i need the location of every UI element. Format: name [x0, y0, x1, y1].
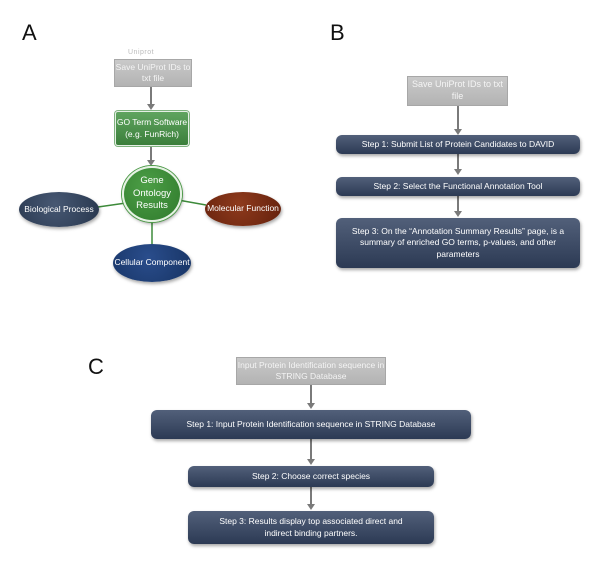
panel-b-step-3: Step 3: On the “Annotation Summary Resul… [336, 218, 580, 268]
save-uniprot-box-b: Save UniProt IDs to txt file [407, 76, 508, 106]
arrowhead-a-2 [147, 160, 155, 166]
biological-process-node: Biological Process [19, 192, 99, 227]
ghost-text: Uniprot [128, 49, 155, 56]
save-uniprot-box-a: Save UniProt IDs to txt file [114, 59, 192, 87]
molecular-function-node: Molecular Function [205, 192, 281, 226]
panel-b-step-1: Step 1: Submit List of Protein Candidate… [336, 135, 580, 154]
gene-ontology-results-node: Gene Ontology Results [122, 166, 182, 222]
arrowhead-b-2 [454, 169, 462, 175]
arrowhead-c-2 [307, 459, 315, 465]
panel-b-label: B [330, 20, 345, 45]
panel-c-step-3: Step 3: Results display top associated d… [188, 511, 434, 544]
panel-c-label: C [88, 354, 104, 379]
spoke-biological [97, 202, 127, 208]
arrowhead-b-3 [454, 211, 462, 217]
cellular-component-node: Cellular Component [113, 244, 191, 282]
go-term-software-box: GO Term Software (e.g. FunRich) [115, 111, 189, 146]
panel-a-label: A [22, 20, 37, 45]
input-protein-box: Input Protein Identification sequence in… [236, 357, 386, 385]
arrowhead-a-1 [147, 104, 155, 110]
arrowhead-b-1 [454, 129, 462, 135]
panel-c-step-2: Step 2: Choose correct species [188, 466, 434, 487]
panel-b-step-2: Step 2: Select the Functional Annotation… [336, 177, 580, 196]
arrowhead-c-1 [307, 403, 315, 409]
spoke-molecular [177, 199, 207, 206]
arrowhead-c-3 [307, 504, 315, 510]
panel-c-step-1: Step 1: Input Protein Identification seq… [151, 410, 471, 439]
